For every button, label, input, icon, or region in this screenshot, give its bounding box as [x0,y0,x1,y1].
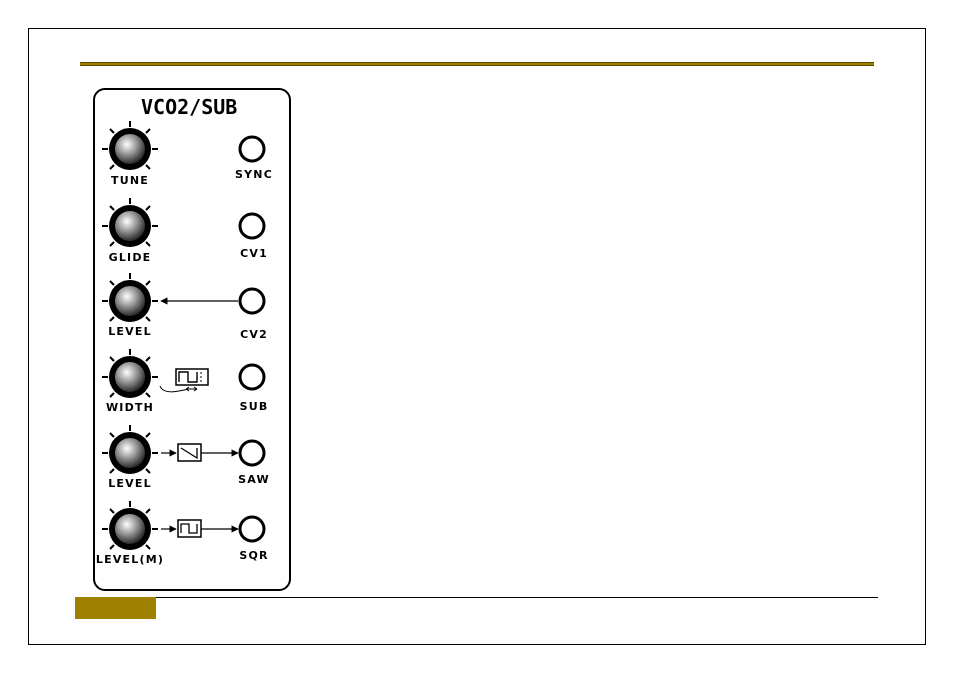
knob-ticks [102,425,158,474]
jack-cv2[interactable] [238,287,266,315]
square-wave-icon [161,519,239,538]
knob-glide[interactable] [102,198,158,247]
knob-label-tune: TUNE [111,174,149,187]
jack-label-sub: SUB [240,400,269,413]
knob-level-saw[interactable] [102,425,158,474]
knob-ticks [102,273,158,322]
knob-label-level-cv2: LEVEL [108,325,152,338]
jack-cv1[interactable] [238,212,266,240]
jack-label-sqr: SQR [239,549,268,562]
pulse-width-icon [159,368,209,393]
jack-saw[interactable] [238,439,266,467]
knob-label-level-saw: LEVEL [108,477,152,490]
panel-artwork: VCO2/SUB TUNE GLIDE [96,95,273,566]
knob-ticks [102,198,158,247]
knob-ticks [102,349,158,398]
knob-label-level-m: LEVEL(M) [96,553,164,566]
knob-level-cv2[interactable] [102,273,158,322]
knob-tune[interactable] [102,121,158,170]
knob-level-m[interactable] [102,501,158,550]
jack-sub[interactable] [238,363,266,391]
header-rule [80,62,874,66]
saw-wave-icon [161,443,239,462]
jack-sqr[interactable] [238,515,266,543]
panel-title: VCO2/SUB [141,95,237,119]
page-frame [28,28,926,645]
jack-label-cv2: CV2 [240,328,268,341]
synth-panel [93,88,291,591]
jack-label-sync: SYNC [235,168,273,181]
jack-label-cv1: CV1 [240,247,268,260]
knob-ticks [102,121,158,170]
jack-sync[interactable] [238,135,266,163]
footer-tab [75,597,156,619]
knob-width[interactable] [102,349,158,398]
jack-label-saw: SAW [238,473,270,486]
footer-rule [155,597,878,598]
knob-ticks [102,501,158,550]
knob-label-width: WIDTH [106,401,154,414]
knob-label-glide: GLIDE [109,251,152,264]
